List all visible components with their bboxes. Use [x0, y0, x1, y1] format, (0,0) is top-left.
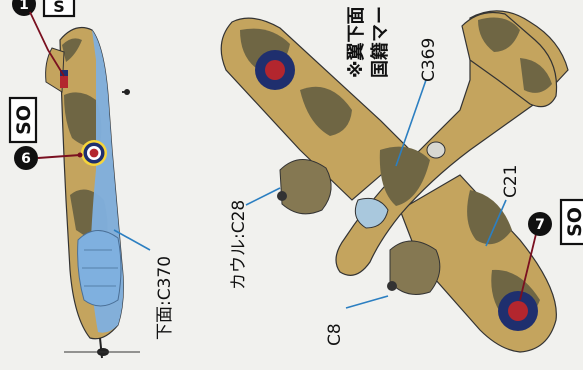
- callout-marker-icon: 6: [14, 146, 38, 170]
- note-text-2: 国籍マー: [369, 6, 391, 78]
- leader-line-c369: [395, 79, 427, 167]
- cowl-color-label: カウル:C28: [229, 200, 249, 290]
- plan-squadron-code: SO: [564, 207, 583, 237]
- label-group: C21: [501, 164, 521, 198]
- plan-camo-dark: [300, 86, 352, 136]
- aerial-tip: [124, 89, 130, 95]
- roundel-icon: [81, 140, 107, 166]
- leader-line-7: [519, 233, 537, 301]
- callout-marker-icon: 1: [12, 0, 36, 16]
- plan-camo-dark: [520, 58, 552, 93]
- label-group: 下面:C370: [155, 256, 175, 340]
- callout-marker-icon: 7: [528, 212, 552, 236]
- c21-label: C21: [501, 164, 521, 198]
- fin-flash-red: [60, 70, 68, 88]
- callout-number-6: 6: [21, 151, 31, 167]
- plan-turret: [426, 141, 446, 159]
- side-code-fragment: S: [53, 0, 65, 16]
- fin-flash-blue: [60, 70, 68, 76]
- side-camo-dark: [62, 38, 82, 62]
- label-group: C369: [419, 38, 439, 82]
- leader-line-c370: [113, 229, 151, 251]
- label-group: C8: [325, 323, 345, 346]
- c369-label: C369: [419, 38, 439, 82]
- callout-number-7: 7: [535, 217, 545, 233]
- leader-line-6: [37, 154, 81, 159]
- underside-color-label: 下面:C370: [155, 256, 175, 340]
- side-camo-dark: [64, 92, 102, 147]
- leader-dot: [77, 152, 83, 158]
- roundel-icon: [255, 50, 295, 90]
- label-group: カウル:C28: [229, 200, 249, 290]
- side-squadron-code: SO: [13, 105, 35, 135]
- leader-line-c28: [245, 187, 281, 206]
- c8-label: C8: [325, 323, 345, 346]
- plan-engine-left: [279, 159, 332, 215]
- note-text-1: ※翼下面: [346, 7, 367, 79]
- plan-view: カウル:C28 C369 C21 C8 ※翼下面 国籍マー 7 SO: [220, 6, 583, 353]
- squadron-code-box: SO: [559, 198, 583, 246]
- note-line-2: 国籍マー: [369, 6, 391, 78]
- plan-canopy: [354, 197, 389, 229]
- leader-line-c8: [345, 295, 389, 309]
- panel-lines: [82, 249, 118, 287]
- side-view: 1 S SO 6 下面:C370: [8, 0, 175, 359]
- leader-line-dark: [29, 11, 65, 77]
- squadron-code-box: SO: [8, 96, 38, 144]
- callout-number-top: 1: [19, 0, 29, 13]
- leader-line-c21: [485, 199, 507, 247]
- prop-hub: [277, 191, 287, 201]
- note-line-1: ※翼下面: [346, 7, 367, 79]
- roundel-icon: [498, 291, 538, 331]
- plan-camo-dark: [467, 190, 512, 245]
- prop-hub: [387, 281, 397, 291]
- plan-camo-dark: [379, 146, 430, 206]
- plan-engine-right: [389, 240, 441, 295]
- plan-camo-dark: [478, 17, 520, 53]
- squadron-code-box: S: [42, 0, 76, 18]
